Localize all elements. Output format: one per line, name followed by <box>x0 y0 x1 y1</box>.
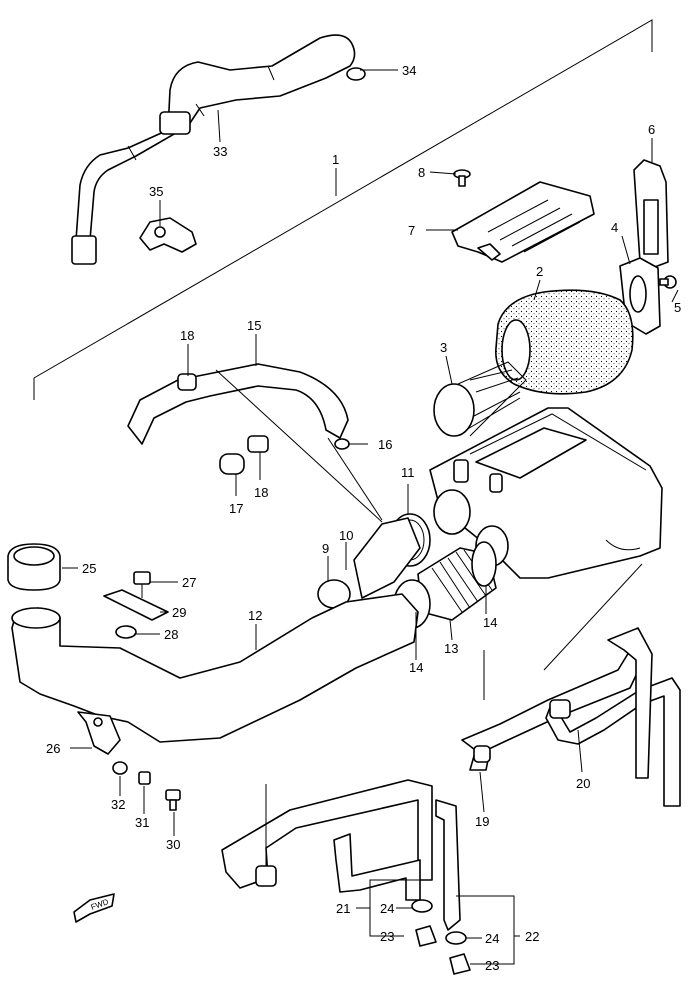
part-24-clip-b <box>445 931 467 945</box>
callout-17: 17 <box>229 501 243 516</box>
part-4-plate <box>619 257 661 335</box>
callout-18-top: 18 <box>180 328 194 343</box>
part-23-plug-a <box>415 925 437 947</box>
callout-35: 35 <box>149 184 163 199</box>
callout-19: 19 <box>475 814 489 829</box>
callout-31: 31 <box>135 815 149 830</box>
part-33-breather-hose <box>71 34 356 265</box>
fwd-arrow: FWD <box>73 893 115 923</box>
part-2-filter-element <box>495 289 634 395</box>
callout-20: 20 <box>576 776 590 791</box>
part-14-clamp-b <box>471 541 497 587</box>
callout-28: 28 <box>164 627 178 642</box>
callout-29: 29 <box>172 605 186 620</box>
callout-16: 16 <box>378 437 392 452</box>
assembly-boundary <box>33 19 653 400</box>
part-32-washer <box>112 761 128 775</box>
part-26-bracket <box>77 711 121 755</box>
part-23-plug-b <box>449 953 471 975</box>
callout-5: 5 <box>674 300 681 315</box>
part-8-screw <box>453 169 471 187</box>
callout-24-left: 24 <box>380 901 394 916</box>
callout-7: 7 <box>408 223 415 238</box>
part-16-clip <box>334 438 350 450</box>
callout-26: 26 <box>46 741 60 756</box>
callout-33: 33 <box>213 144 227 159</box>
part-24-clip-a <box>411 899 433 913</box>
part-15-drain-hose <box>127 363 349 445</box>
part-21-drain-tube <box>221 779 433 901</box>
callout-12: 12 <box>248 608 262 623</box>
callout-32: 32 <box>111 797 125 812</box>
part-28-washer <box>115 625 137 639</box>
callout-4: 4 <box>611 220 618 235</box>
callout-8: 8 <box>418 165 425 180</box>
part-3-element-frame <box>433 361 527 437</box>
part-6-bracket <box>633 159 669 269</box>
callout-6: 6 <box>648 122 655 137</box>
callout-22: 22 <box>525 929 539 944</box>
part-7-cover <box>451 181 595 263</box>
part-18-clamp-b <box>247 435 269 453</box>
leader-lines <box>62 69 679 965</box>
callout-13: 13 <box>444 641 458 656</box>
part-5-bolt <box>659 275 677 289</box>
callout-30: 30 <box>166 837 180 852</box>
callout-numbers: 34 33 35 1 8 7 6 4 5 2 3 18 15 16 17 18 … <box>46 63 681 973</box>
part-22-drain-tube <box>435 799 461 931</box>
callout-10: 10 <box>339 528 353 543</box>
part-27-bolt <box>133 571 151 598</box>
callout-23-left: 23 <box>380 929 394 944</box>
callout-27: 27 <box>182 575 196 590</box>
callout-25: 25 <box>82 561 96 576</box>
part-18-clamp-a <box>177 373 197 391</box>
callout-34: 34 <box>402 63 416 78</box>
part-30-bolt <box>165 789 181 811</box>
callout-9: 9 <box>322 541 329 556</box>
callout-14-left: 14 <box>409 660 423 675</box>
part-35-clamp <box>139 217 197 253</box>
callout-11: 11 <box>401 465 415 480</box>
callout-2: 2 <box>536 264 543 279</box>
part-29-strap <box>103 589 169 621</box>
part-34-clip <box>346 67 366 81</box>
part-31-nut <box>138 771 151 785</box>
part-20-hose <box>545 627 681 807</box>
callout-21: 21 <box>336 901 350 916</box>
callout-24-right: 24 <box>485 931 499 946</box>
callout-18-bottom: 18 <box>254 485 268 500</box>
callout-1: 1 <box>332 152 339 167</box>
callout-15: 15 <box>247 318 261 333</box>
callout-23-right: 23 <box>485 958 499 973</box>
callout-14-right: 14 <box>483 615 497 630</box>
part-17-plug <box>219 453 245 475</box>
part-10-boot <box>353 517 421 599</box>
callout-3: 3 <box>440 340 447 355</box>
part-25-grommet <box>7 543 61 591</box>
part-12-intake-duct <box>11 593 419 743</box>
